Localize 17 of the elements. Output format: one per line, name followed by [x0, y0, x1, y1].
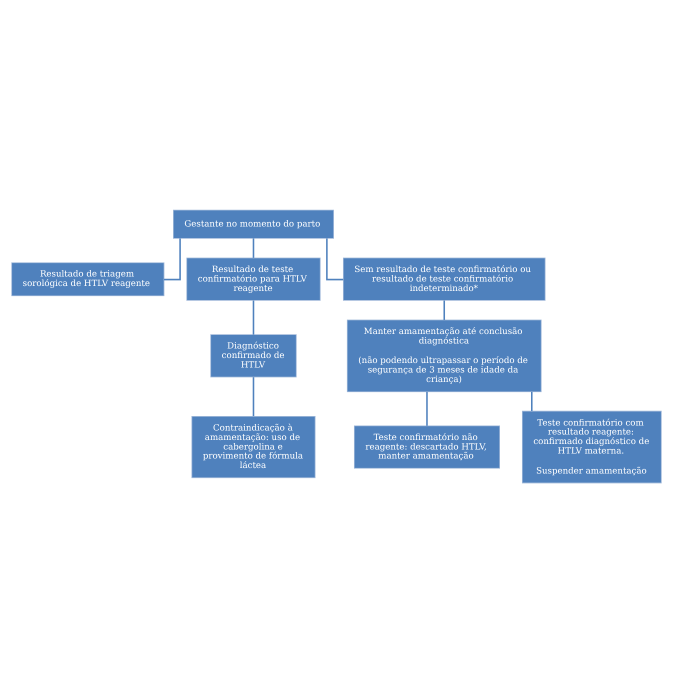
node-box: Teste confirmatório não reagente: descartado HTLV, manter amamentação	[354, 425, 500, 469]
connector	[164, 238, 181, 280]
connector	[252, 300, 254, 335]
connector	[252, 238, 254, 258]
node-box: Gestante no momento do parto	[173, 210, 334, 239]
connector	[443, 300, 446, 320]
connector	[326, 238, 344, 280]
node-box: Resultado de triagem sorológica de HTLV reagente	[11, 262, 164, 296]
node-box: Manter amamentação até conclusão diagnóstica (não podendo ultrapassar o período de segurança de 3 meses de idade da criança)	[346, 320, 542, 392]
node-box: Resultado de teste confirmatório para HTLV reagente	[186, 258, 321, 301]
node-box: Teste confirmatório com resultado reagente: confirmado diagnóstico de HTLV materna. Suspender amamentação	[522, 410, 662, 484]
node-box: Contraindicação à amamentação: uso de cabergolina e provimento de fórmula láctea	[191, 416, 316, 478]
node-box: Sem resultado de teste confirmatório ou resultado de teste confirmatório indeterminado*	[342, 258, 546, 301]
connector	[531, 392, 533, 411]
connector	[252, 377, 254, 416]
connector	[426, 392, 428, 426]
node-box: Diagnóstico confirmado de HTLV	[210, 334, 297, 378]
